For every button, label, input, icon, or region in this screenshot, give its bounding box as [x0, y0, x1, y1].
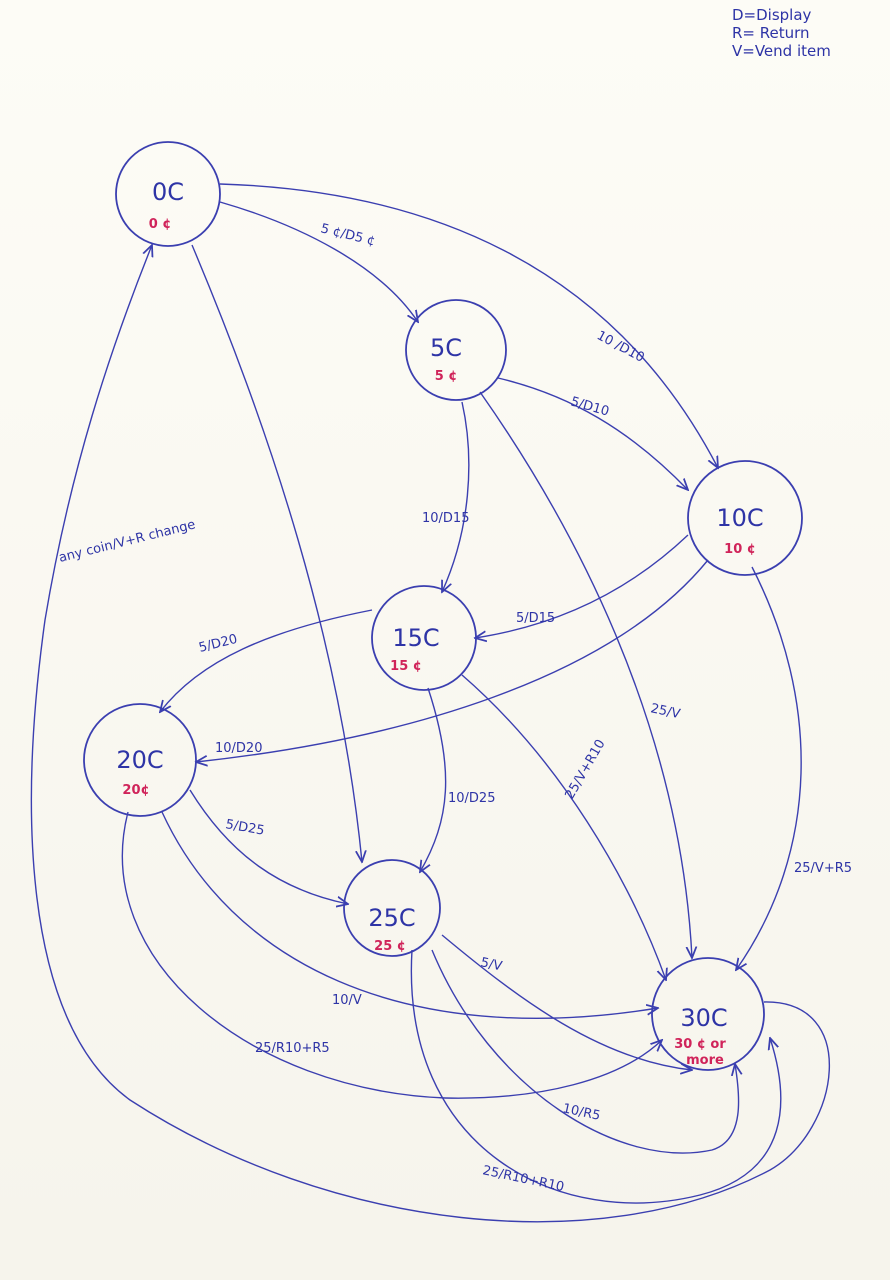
- edge-25-to-30-b: [431, 949, 739, 1154]
- edge-label-10-15: 5/D15: [516, 611, 555, 626]
- edge-5-to-15: [442, 401, 470, 592]
- edge-label-5-15: 10/D15: [422, 511, 469, 526]
- edge-label-15-20: 5/D20: [197, 632, 239, 656]
- state-name: 25C: [368, 904, 415, 932]
- edge-10-to-30: [736, 566, 802, 970]
- edge-10-to-20: [196, 559, 709, 762]
- state-name: 15C: [392, 624, 439, 652]
- edge-5-to-10: [497, 377, 688, 490]
- state-value: 30 ¢ or: [674, 1037, 726, 1052]
- edge-label-20-30-b: 25/R10+R5: [255, 1041, 330, 1056]
- edge-15-to-25: [420, 687, 447, 872]
- edge-5-to-30: [479, 391, 692, 958]
- state-value: 5 ¢: [435, 369, 458, 384]
- edge-label-5-30: 25/V: [649, 701, 681, 722]
- edge-label-10-30: 25/V+R5: [794, 861, 852, 876]
- state-15c: 15C 15 ¢: [371, 585, 477, 691]
- state-30c: 30C 30 ¢ or more: [651, 957, 765, 1071]
- state-value: 25 ¢: [374, 939, 406, 954]
- edge-0-to-5: [219, 201, 418, 322]
- edge-25-to-30-a: [441, 934, 692, 1070]
- state-name: 20C: [116, 746, 163, 774]
- legend-return: R= Return: [732, 24, 810, 42]
- edge-15-to-30: [461, 674, 666, 980]
- edge-0-to-10: [219, 183, 718, 468]
- edge-label-15-30: 25/V+R10: [562, 737, 608, 802]
- edge-label-30-0: any coin/V+R change: [57, 517, 197, 565]
- edge-15-to-20: [160, 609, 373, 712]
- edge-label-5-10: 5/D10: [569, 394, 611, 419]
- state-25c: 25C 25 ¢: [343, 859, 441, 957]
- state-name: 10C: [716, 504, 763, 532]
- edge-label-25-30-b: 10/R5: [561, 1101, 602, 1124]
- state-0c: 0C 0 ¢: [115, 141, 221, 247]
- edge-30-to-0: [30, 245, 830, 1223]
- edge-label-25-30-a: 5/V: [479, 955, 503, 974]
- state-10c: 10C 10 ¢: [687, 460, 803, 576]
- edge-25-to-30-c: [410, 949, 782, 1204]
- edge-20-to-30-a: [161, 811, 658, 1020]
- state-value: 15 ¢: [390, 659, 422, 674]
- state-value: 10 ¢: [724, 542, 756, 557]
- state-name: 0C: [152, 178, 184, 206]
- legend-vend: V=Vend item: [732, 42, 831, 60]
- state-name: 30C: [680, 1004, 727, 1032]
- edge-label-15-25: 10/D25: [448, 791, 495, 806]
- state-name: 5C: [430, 334, 462, 362]
- state-value: 0 ¢: [149, 217, 172, 232]
- edge-label-20-30-a: 10/V: [332, 993, 362, 1008]
- legend-display: D=Display: [732, 6, 812, 24]
- edge-0-to-25: [191, 244, 362, 862]
- edge-10-to-15: [475, 534, 689, 638]
- edge-20-to-30-b: [121, 811, 662, 1099]
- state-value: 20¢: [122, 783, 149, 798]
- edge-20-to-25: [189, 789, 348, 904]
- state-20c: 20C 20¢: [83, 703, 197, 817]
- state-5c: 5C 5 ¢: [405, 299, 507, 401]
- edge-label-20-25: 5/D25: [224, 817, 265, 839]
- edge-label-25-30-c: 25/R10+R10: [481, 1163, 565, 1195]
- state-value-line2: more: [686, 1053, 724, 1068]
- edge-label-10-20: 10/D20: [215, 741, 262, 756]
